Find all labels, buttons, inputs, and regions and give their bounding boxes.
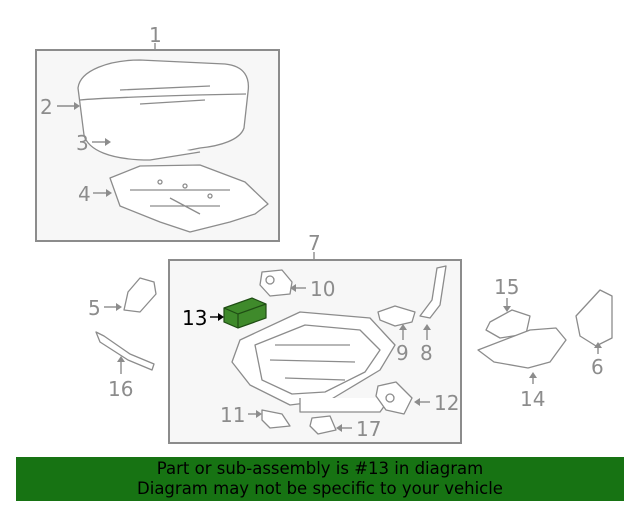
part-12-actuator <box>375 381 413 415</box>
callout-13: 13 <box>182 306 207 330</box>
part-16-strip <box>95 331 155 371</box>
info-banner: Part or sub-assembly is #13 in diagram D… <box>16 457 624 501</box>
banner-line-1: Part or sub-assembly is #13 in diagram <box>156 459 484 478</box>
part-11-connector <box>261 409 291 429</box>
callout-9: 9 <box>396 341 409 365</box>
part-10-motor <box>259 269 293 297</box>
seat-frame <box>231 311 396 413</box>
callout-10: 10 <box>310 277 335 301</box>
part-8-rail <box>419 265 447 319</box>
callout-6: 6 <box>591 355 604 379</box>
part-14-side-cover <box>477 327 567 369</box>
part-6-cover <box>575 289 613 347</box>
callout-16: 16 <box>108 377 133 401</box>
callout-5: 5 <box>88 296 101 320</box>
banner-line-2: Diagram may not be specific to your vehi… <box>137 479 503 498</box>
part-9-bracket <box>377 305 416 327</box>
callout-4: 4 <box>78 182 91 206</box>
callout-3: 3 <box>76 131 89 155</box>
callout-11: 11 <box>220 403 245 427</box>
callout-8: 8 <box>420 341 433 365</box>
part-5-trim <box>123 277 157 313</box>
callout-2: 2 <box>40 95 53 119</box>
callout-17: 17 <box>356 417 381 441</box>
callout-1: 1 <box>149 23 162 47</box>
part-13-highlight <box>223 297 267 329</box>
parts-diagram: 1 2 3 4 7 13 10 <box>35 23 613 444</box>
seat-cushion-base <box>109 164 269 233</box>
seat-cushion-pad <box>77 59 250 161</box>
callout-12: 12 <box>434 391 459 415</box>
callout-14: 14 <box>520 387 545 411</box>
callout-15: 15 <box>494 275 519 299</box>
callout-7: 7 <box>308 231 321 255</box>
part-17-clip <box>309 415 337 435</box>
